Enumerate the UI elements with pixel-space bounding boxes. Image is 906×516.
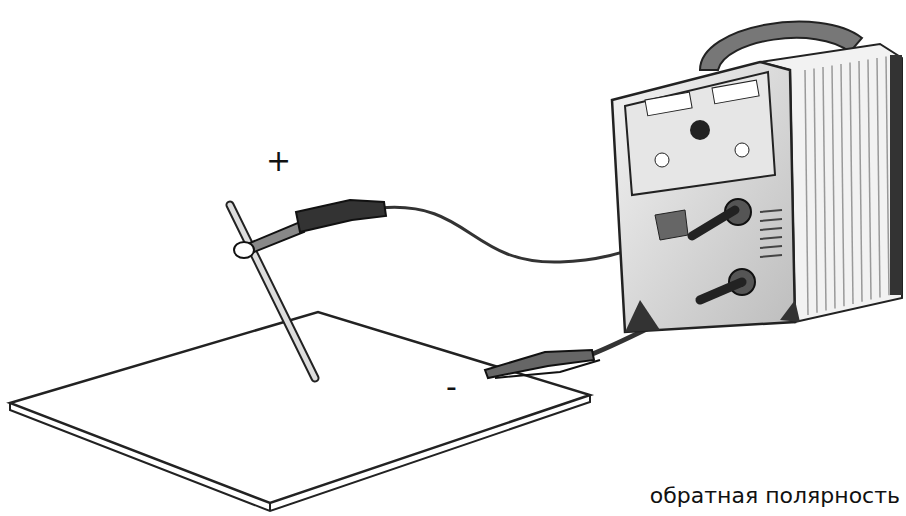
welding-inverter — [612, 22, 902, 332]
ground-clamp — [485, 350, 600, 378]
electrode-plug — [692, 210, 735, 236]
polarity-sign: - — [446, 372, 457, 402]
ground-plug — [700, 282, 742, 300]
polarity-sign: + — [266, 146, 291, 176]
electrode-holder — [234, 200, 386, 258]
caption: обратная полярность — [650, 485, 900, 507]
